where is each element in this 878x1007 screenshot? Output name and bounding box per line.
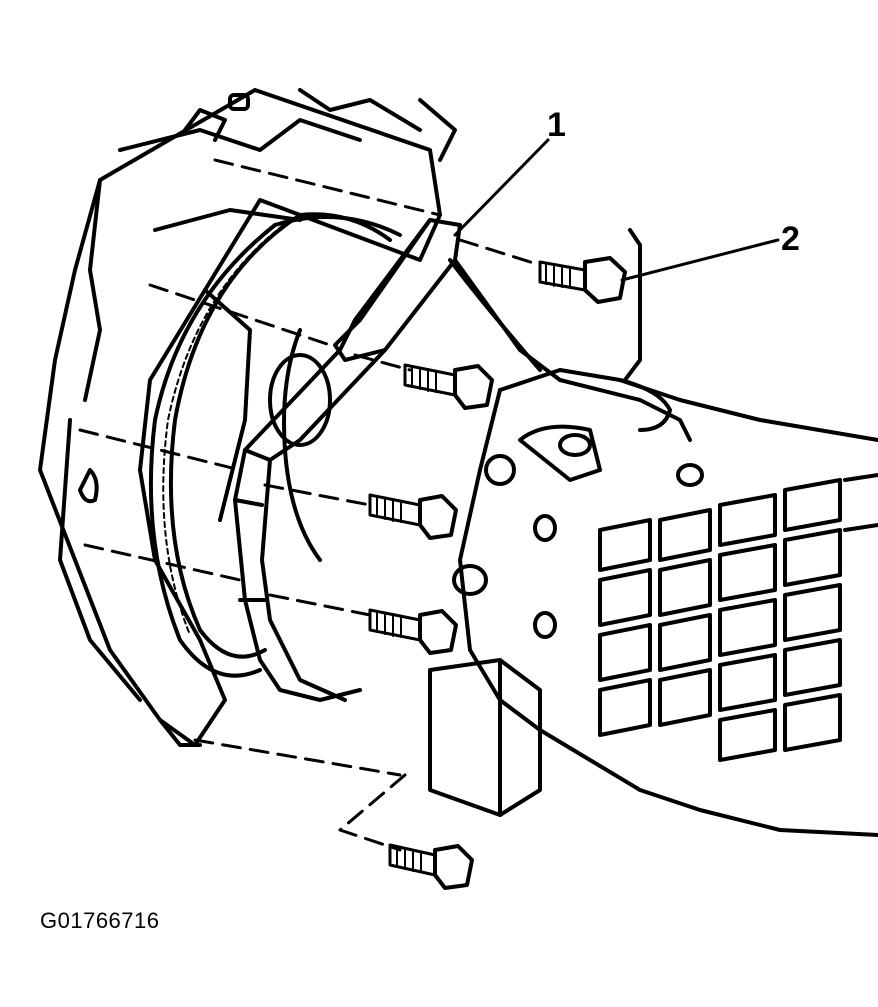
bolt-upper-middle xyxy=(405,365,492,408)
callout-1-leader xyxy=(455,140,548,235)
bolt-middle xyxy=(370,495,456,538)
callout-2-label: 2 xyxy=(781,220,800,258)
callout-1-label: 1 xyxy=(547,106,566,144)
bellhousing-flange xyxy=(235,220,560,700)
figure-code: G01766716 xyxy=(40,908,160,933)
bolt-bottom xyxy=(390,845,472,888)
flywheel-ring-gear xyxy=(151,214,400,675)
callout-2-leader xyxy=(622,240,778,280)
bolt-upper-right xyxy=(540,258,625,302)
bolt-lower-middle xyxy=(370,610,456,653)
engine-block xyxy=(40,90,455,745)
transmission-case xyxy=(430,230,878,835)
bolt-alignment-lines xyxy=(80,160,540,850)
